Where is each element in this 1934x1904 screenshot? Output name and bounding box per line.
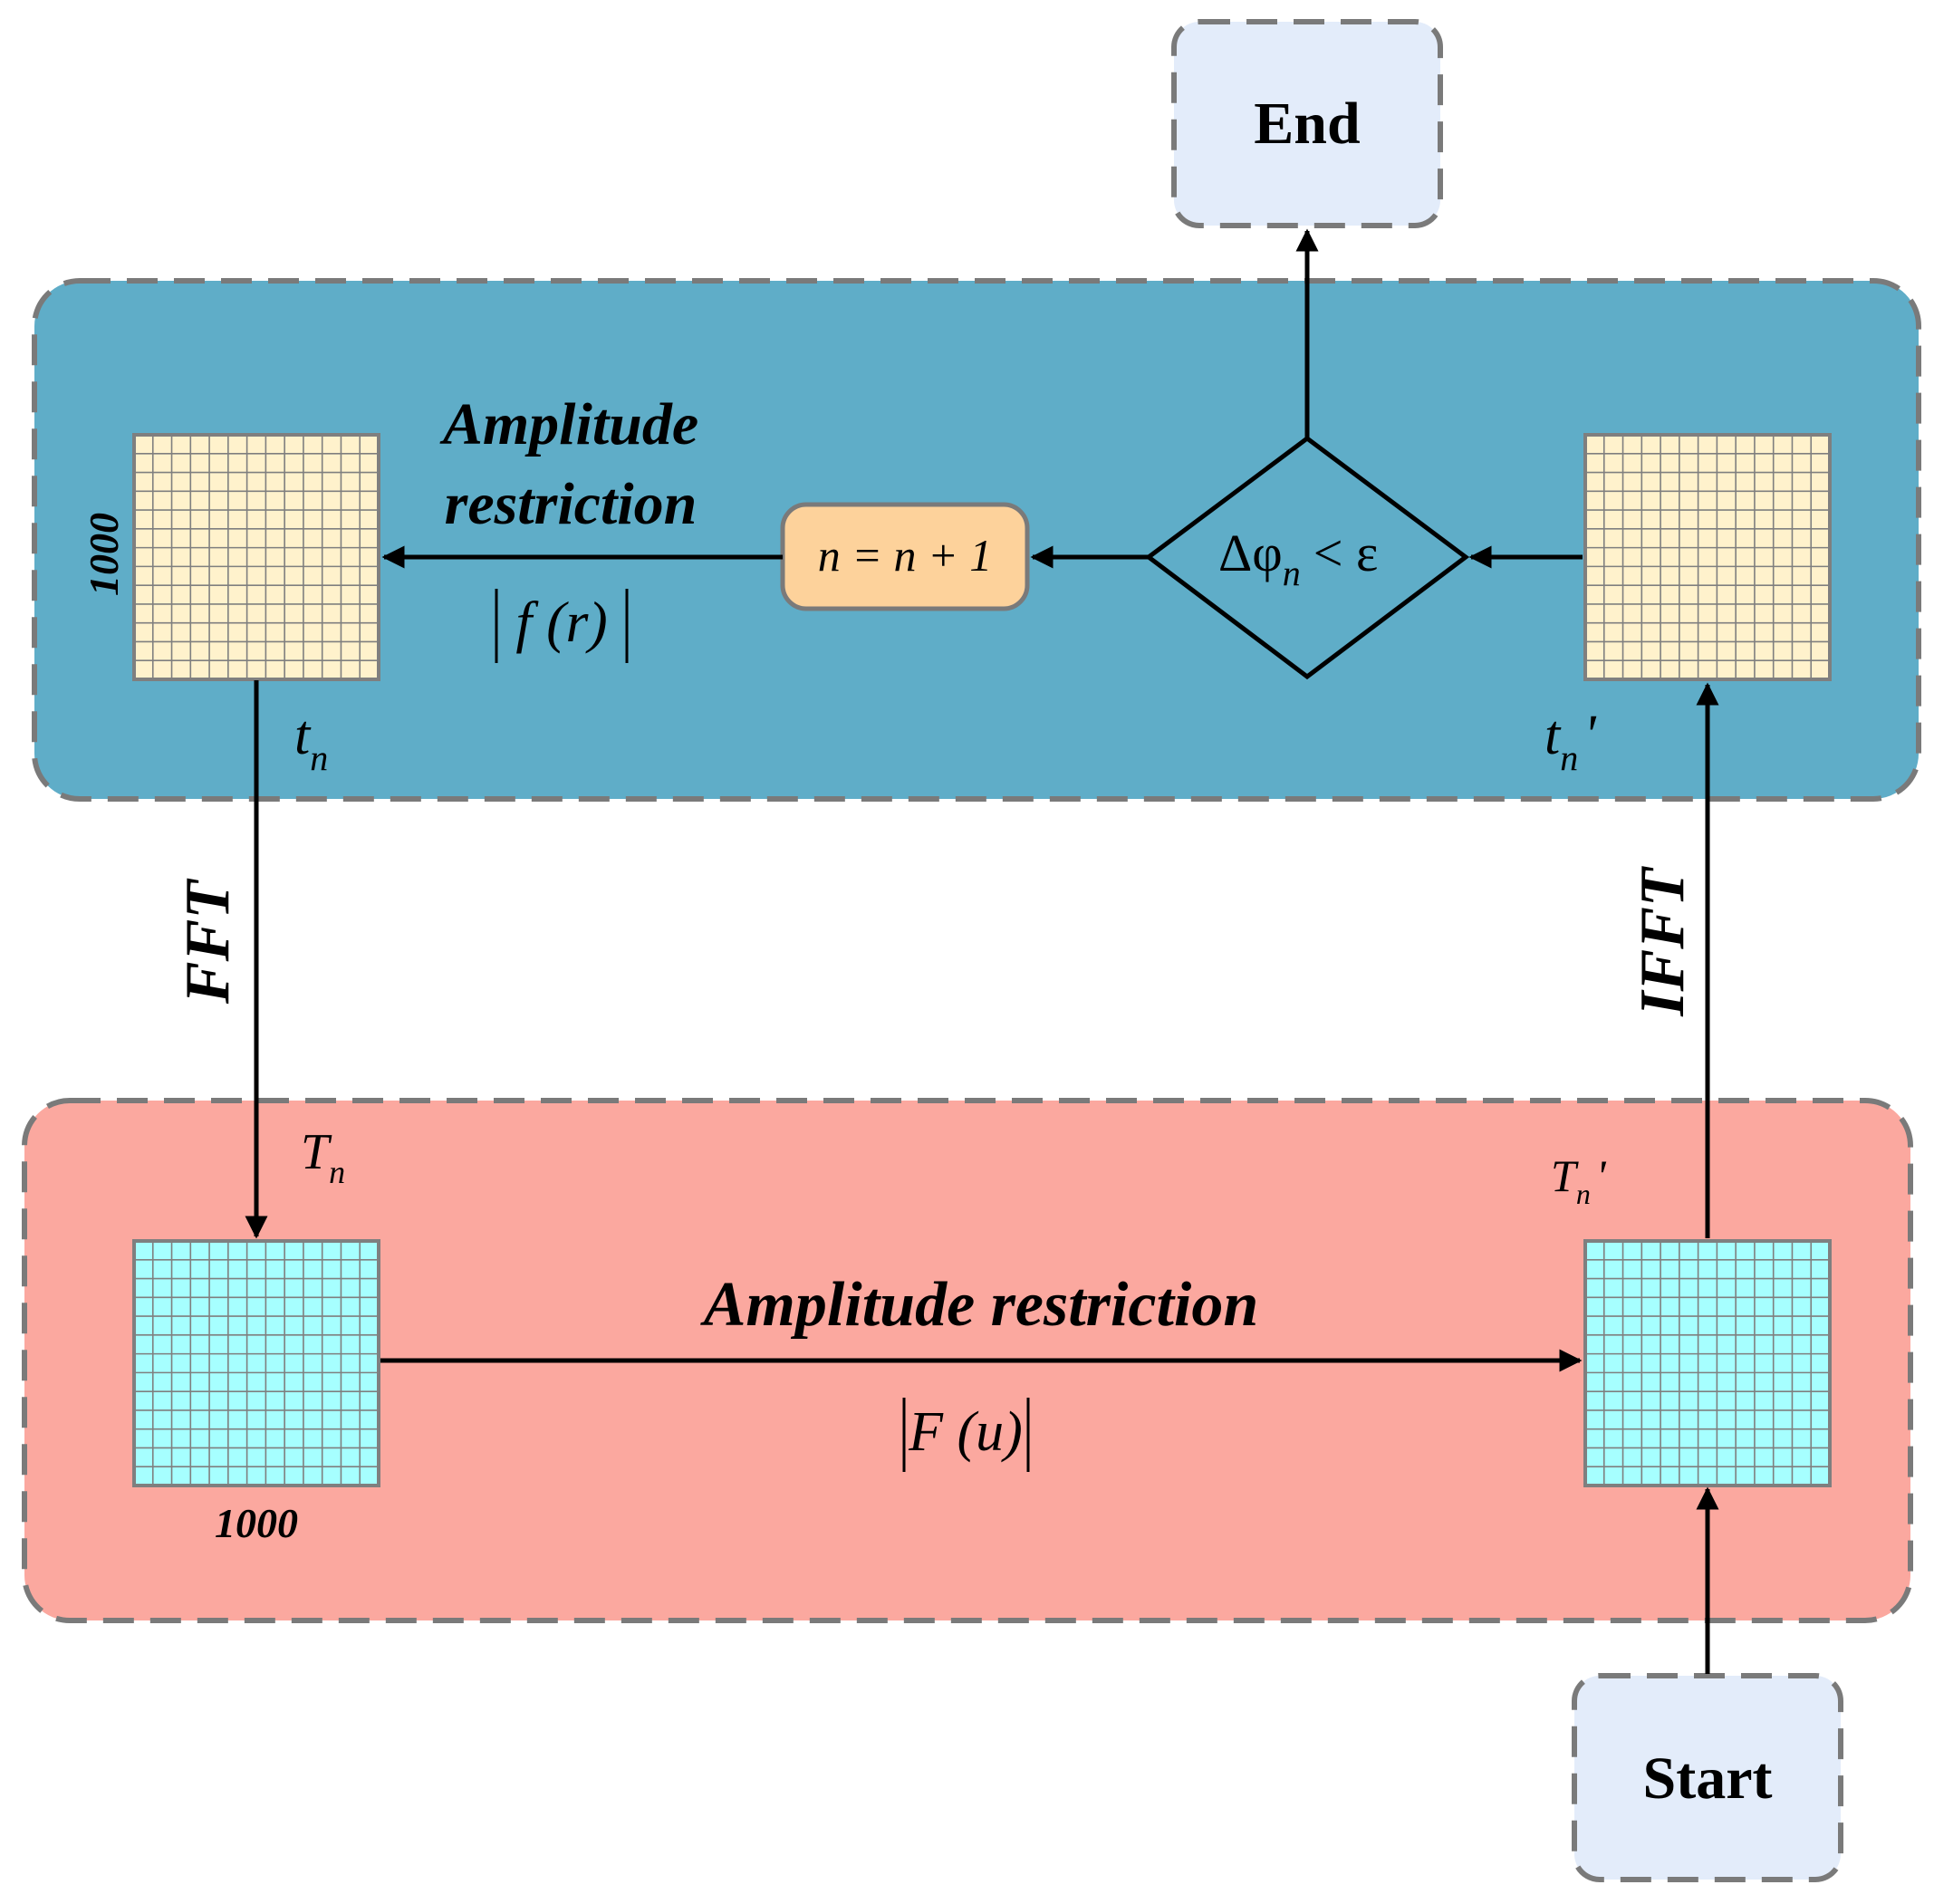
grid-Tn: [132, 1239, 380, 1487]
Tn-label: Tn: [301, 1124, 345, 1190]
iteration-update-label: n = n + 1: [818, 530, 992, 581]
convergence-decision-diamond: [1144, 435, 1470, 680]
amplitude-restriction-bottom: Amplitude restriction: [700, 1270, 1259, 1340]
grid-tn-prime: [1583, 433, 1832, 681]
amplitude-restriction-top-line2: restriction: [445, 471, 698, 537]
grid-Tn-prime: [1583, 1239, 1832, 1487]
F-u-magnitude: F (u): [902, 1398, 1030, 1472]
bottom-size-label: 1000: [215, 1500, 298, 1546]
f-r-label: f (r): [515, 590, 607, 654]
fft-label: FFT: [173, 878, 243, 1005]
start-label: Start: [1643, 1745, 1773, 1812]
tn-label: tn: [294, 705, 328, 778]
ifft-label: IFFT: [1628, 865, 1698, 1017]
Tn-prime-label: Tn': [1551, 1150, 1607, 1210]
tn-prime-label: tn': [1544, 705, 1597, 778]
f-r-magnitude: f (r): [495, 589, 629, 663]
grid-tn: [132, 433, 380, 681]
end-label: End: [1254, 91, 1360, 157]
convergence-condition: Δφn< ε: [1218, 524, 1378, 593]
amplitude-restriction-top-line1: Amplitude: [439, 391, 698, 457]
start-terminal: [1572, 1673, 1843, 1882]
top-size-label: 1000: [81, 513, 127, 596]
end-terminal: [1171, 19, 1443, 228]
F-u-label: F (u): [908, 1401, 1023, 1463]
